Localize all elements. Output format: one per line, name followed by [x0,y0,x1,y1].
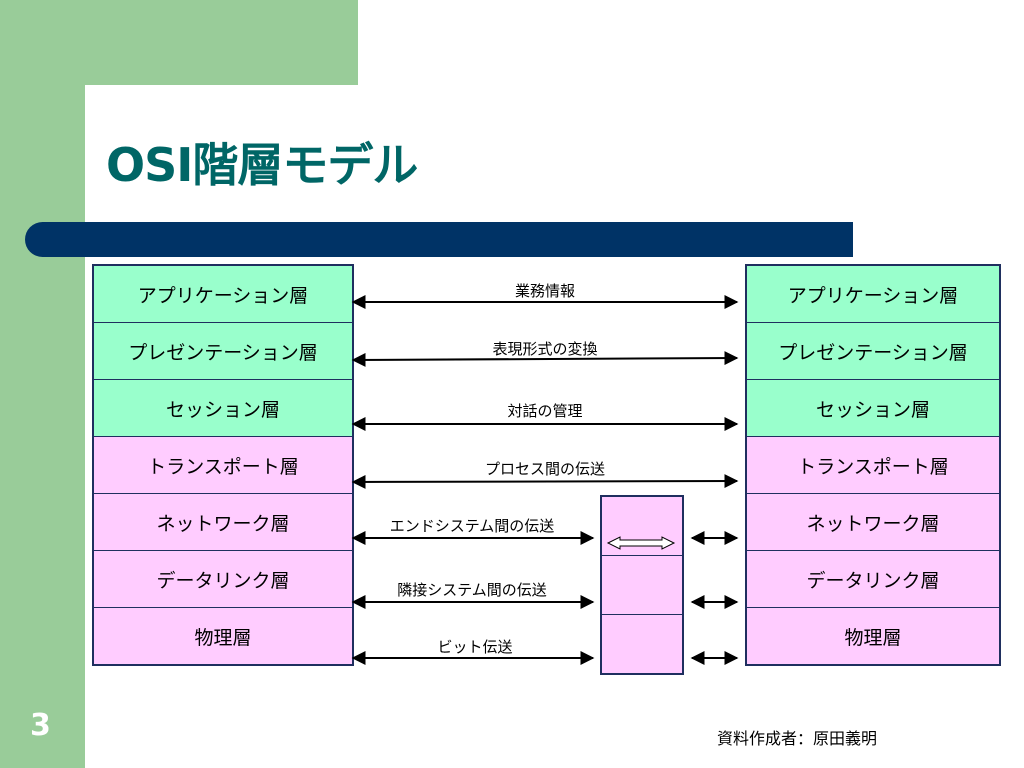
right-layer-network: ネットワーク層 [747,494,999,550]
left-layer-session: セッション層 [94,380,352,436]
protocol-label-session: 対話の管理 [507,402,583,420]
protocol-label-transport: プロセス間の伝送 [484,460,606,478]
left-layer-transport: トランスポート層 [94,437,352,493]
page-number: 3 [30,708,51,743]
left-layer-network: ネットワーク層 [94,494,352,550]
right-layer-datalink: データリンク層 [747,551,999,607]
protocol-label-datalink: 隣接システム間の伝送 [397,581,547,599]
protocol-label-network: エンドシステム間の伝送 [389,517,555,535]
right-osi-stack: アプリケーション層 プレゼンテーション層 セッション層 トランスポート層 ネット… [745,264,1001,666]
slide-title: OSI階層モデル [106,138,418,192]
author-credit: 資料作成者：原田義明 [717,729,878,748]
arrow-presentation [351,351,739,367]
left-layer-application: アプリケーション層 [94,266,352,322]
relay-datalink-cell [602,556,682,614]
left-layer-presentation: プレゼンテーション層 [94,323,352,379]
left-layer-physical: 物理層 [94,608,352,664]
top-green-band [0,0,358,85]
arrow-transport [351,474,739,489]
right-layer-transport: トランスポート層 [747,437,999,493]
left-layer-datalink: データリンク層 [94,551,352,607]
relay-internal-arrow [606,536,676,550]
right-layer-application: アプリケーション層 [747,266,999,322]
right-layer-presentation: プレゼンテーション層 [747,323,999,379]
right-layer-physical: 物理層 [747,608,999,664]
left-osi-stack: アプリケーション層 プレゼンテーション層 セッション層 トランスポート層 ネット… [92,264,354,666]
relay-physical-cell [602,615,682,673]
title-underline-bar [25,222,853,257]
relay-node-stack [600,495,684,675]
side-green-band [0,0,85,768]
right-layer-session: セッション層 [747,380,999,436]
